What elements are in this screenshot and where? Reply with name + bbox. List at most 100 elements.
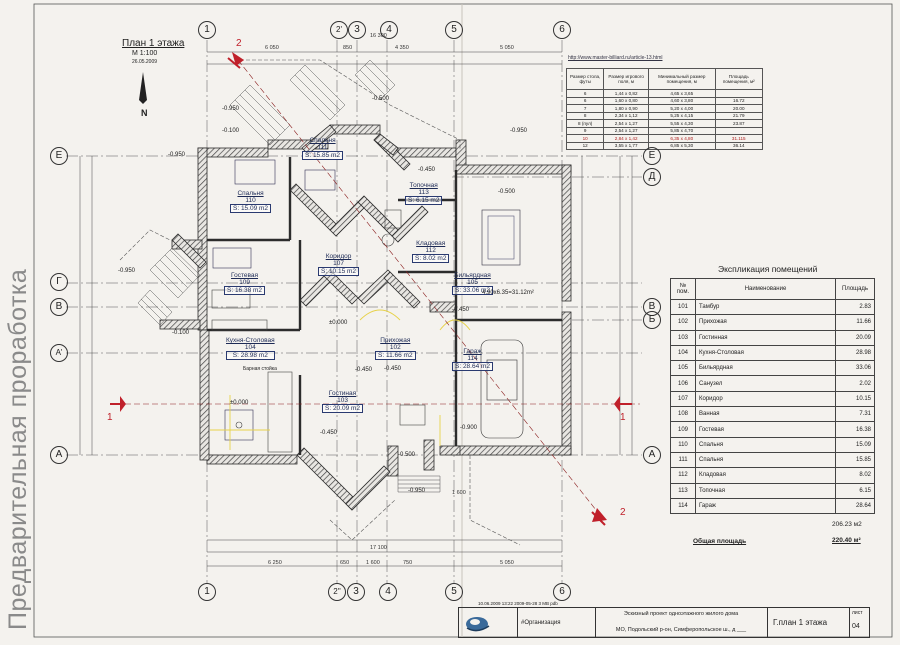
- reference-url[interactable]: http://www.master-billiard.ru/article-13…: [568, 55, 663, 61]
- billiard-size-cell: 2,54 x 1,27: [603, 126, 649, 135]
- billiard-area-note: 4.90x6.35=31.12m²: [482, 290, 534, 296]
- billiard-size-cell: 8: [565, 111, 605, 120]
- section-mark-2-bottom: 2: [620, 507, 626, 518]
- level-mark: -0.500: [398, 452, 416, 458]
- room-area-cell: 28.98: [835, 344, 875, 362]
- room-no-cell: 108: [670, 406, 696, 423]
- north-label: N: [141, 108, 148, 118]
- axis-left-A: А: [50, 446, 68, 464]
- dim-bottom-1: 6 250: [268, 560, 282, 566]
- porch-stairs-left: [137, 247, 201, 326]
- room-no-cell: 105: [670, 360, 696, 377]
- billiard-size-cell: 5,85 x 4,70: [648, 126, 716, 135]
- room-number: 110: [245, 197, 256, 204]
- room-area-cell: 20.09: [835, 329, 875, 346]
- room-area: S: 11.66 m2: [375, 351, 416, 360]
- room-name-cell: Топочная: [695, 482, 836, 499]
- axis-left-V: В: [50, 298, 68, 316]
- level-mark: -0.100: [172, 330, 190, 336]
- axis-left-Aprime: А': [50, 344, 68, 362]
- sheet-name: Г.план 1 этажа: [773, 618, 828, 627]
- sheet-number: 04: [852, 623, 860, 630]
- dim-bottom-5: 5 050: [500, 560, 514, 566]
- billiard-size-cell: 2,84 x 1,42: [603, 134, 649, 143]
- axis-right-E: Е: [643, 147, 661, 165]
- room-area-cell: 2.83: [835, 298, 875, 316]
- axis-bottom-5: 5: [445, 583, 463, 601]
- file-meta: 10.06.2009 13:22 2009-05-28 3 MB pdb: [478, 601, 558, 606]
- level-mark: -0.450: [320, 430, 338, 436]
- level-mark: -0.500: [372, 96, 390, 102]
- billiard-size-table: Размер стола, футы Размер игрового поля,…: [565, 68, 764, 150]
- room-no-cell: 111: [670, 451, 696, 469]
- axis-bottom-1: 1: [198, 583, 216, 601]
- dim-bottom-total: 17 100: [370, 545, 387, 551]
- billiard-size-cell: 1,80 x 0,90: [603, 104, 649, 113]
- room-area-cell: 7.31: [835, 406, 875, 423]
- plan-date: 26.05.2009: [132, 59, 158, 65]
- project-address: МО, Подольский р-он, Симферопольское ш.,…: [615, 627, 747, 633]
- dim-top-1: 6 050: [265, 45, 279, 51]
- room-area: S: 16.38 m2: [224, 286, 266, 295]
- level-mark: -0.450: [384, 366, 402, 372]
- dimension-lines: [79, 51, 633, 567]
- billiard-size-cell: 7: [565, 104, 605, 113]
- billiard-size-cell: 6: [565, 96, 605, 105]
- room-name: Коридор: [325, 253, 352, 260]
- level-mark: -0.950: [510, 128, 528, 134]
- room-no-cell: 112: [670, 467, 696, 484]
- billiard-size-cell: 21.79: [714, 111, 764, 120]
- billiard-size-header: Размер стола, футы Размер игрового поля,…: [565, 68, 764, 90]
- bar-counter-label: Барная стойка: [243, 366, 277, 372]
- exterior-walls: [159, 124, 572, 477]
- axis-top-1: 1: [198, 21, 216, 39]
- room-label-billiard-105: Бильярдная 105 S: 33.06 m2: [452, 272, 494, 295]
- level-mark: ±0.000: [230, 400, 249, 406]
- explication-header: № пом. Наименование Площадь: [670, 278, 875, 300]
- room-area-cell: 28.64: [835, 497, 875, 515]
- room-area-cell: 15.85: [835, 451, 875, 469]
- room-name-cell: Прихожая: [695, 314, 836, 331]
- axis-left-G: Г: [50, 273, 68, 291]
- room-name: Гостевая: [231, 272, 259, 279]
- level-mark: -0.950: [118, 268, 136, 274]
- side-label: Предварительная проработка: [4, 268, 32, 630]
- room-name: Прихожая: [380, 337, 411, 344]
- billiard-size-cell: [714, 126, 764, 135]
- billiard-size-cell: 2,34 x 1,12: [603, 111, 649, 120]
- col-room-name: Наименование: [695, 278, 836, 300]
- level-mark: -0.950: [408, 488, 426, 494]
- billiard-size-cell: 6,35 x 4,80: [648, 134, 716, 143]
- col-room-area: Площадь: [835, 278, 875, 300]
- dim-top-4: 5 050: [500, 45, 514, 51]
- dim-top-2: 850: [343, 45, 353, 51]
- room-area: S: 15.85 m2: [302, 151, 344, 160]
- org-name: #Организация: [521, 620, 561, 626]
- room-area-cell: 33.06: [835, 360, 875, 377]
- section-mark-1-left: 1: [107, 412, 113, 423]
- room-no-cell: 114: [670, 497, 696, 515]
- room-number: 104: [244, 344, 256, 351]
- dim-top-total: 16 300: [370, 33, 387, 39]
- angled-walls: [171, 124, 457, 511]
- room-area: S: 33.06 m2: [452, 286, 494, 295]
- room-name: Топочная: [409, 182, 438, 189]
- room-number: 107: [333, 260, 344, 267]
- axis-top-2prime: 2': [330, 21, 348, 39]
- terrace-outline: [119, 59, 521, 546]
- room-name-cell: Гостинная: [695, 329, 836, 346]
- porch-stairs-top: [229, 59, 396, 146]
- axis-right-D: Д: [643, 168, 661, 186]
- room-area-cell: 10.15: [835, 390, 875, 408]
- room-name-cell: Ванная: [695, 406, 836, 423]
- room-name-cell: Коридор: [695, 390, 836, 408]
